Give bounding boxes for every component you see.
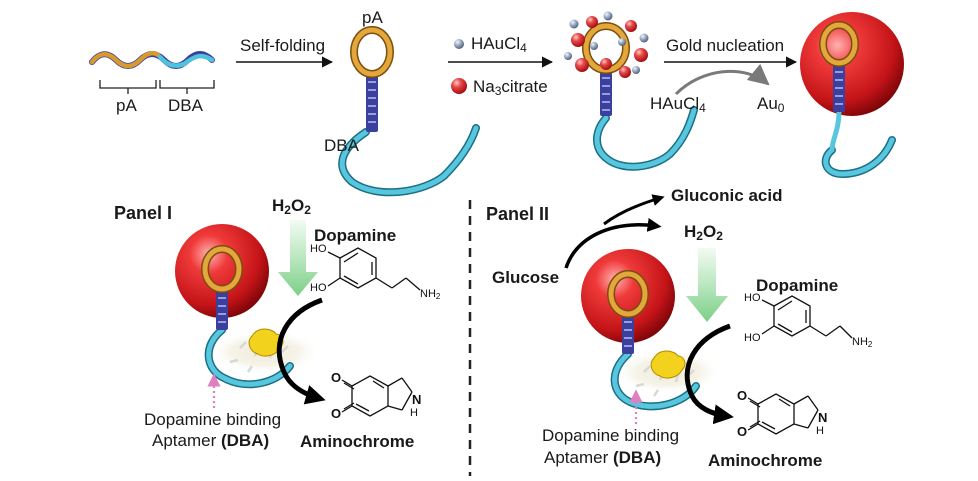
label-gold-nucleation: Gold nucleation xyxy=(666,36,785,55)
label-na3citrate: Na3citrate xyxy=(473,77,548,98)
panel1-green-arrow xyxy=(278,220,318,296)
label-pa-linear: pA xyxy=(116,96,137,115)
strand-brackets xyxy=(99,80,215,94)
label-haucl4: HAuCl4 xyxy=(471,34,527,55)
panel1-o-1: O xyxy=(331,370,342,385)
label-dba-linear: DBA xyxy=(168,96,203,115)
panel1-ho-2: HO xyxy=(310,282,327,294)
panel2-h2o2: H2O2 xyxy=(684,222,723,243)
panel1-aptamer-line2: Aptamer (DBA) xyxy=(152,431,270,450)
panel2-o-2: O xyxy=(737,424,748,439)
panel1-aminochrome-structure xyxy=(341,375,413,417)
linear-dna-strand xyxy=(89,50,215,69)
panel2-dopamine-structure xyxy=(761,295,853,339)
panel2-nh2: NH2 xyxy=(852,336,873,349)
panel2-green-arrow xyxy=(686,248,728,322)
panel2-n: N xyxy=(818,410,828,425)
hairpin-with-ions xyxy=(564,11,698,171)
panel1-aptamer-line1: Dopamine binding xyxy=(144,410,282,429)
label-haucl4-reduction: HAuCl4 xyxy=(650,94,706,115)
label-pa-hairpin: pA xyxy=(362,8,383,27)
reduction-curved-arrow xyxy=(674,63,770,96)
label-self-folding: Self-folding xyxy=(240,36,326,55)
panel1-o-2: O xyxy=(331,406,342,421)
panel2-ho-1: HO xyxy=(744,292,761,304)
panel2-glucose: Glucose xyxy=(492,268,560,287)
panel1-conversion-arrow xyxy=(276,297,326,405)
panel1-nh2: NH2 xyxy=(420,288,441,301)
panel2-glucose-arrow xyxy=(564,217,662,269)
panel1-h: H xyxy=(410,407,418,419)
panel2-o-1: O xyxy=(737,388,748,403)
panel2-conversion-arrow xyxy=(684,323,734,425)
panel2-h: H xyxy=(816,425,824,437)
panel2-aptamer-line2: Aptamer (DBA) xyxy=(544,448,662,467)
panel2-aptamer-line1: Dopamine binding xyxy=(542,426,680,445)
panel1-h2o2: H2O2 xyxy=(272,196,311,217)
panel1-ho-1: HO xyxy=(310,243,327,255)
label-au0: Au0 xyxy=(757,94,785,115)
panel2-aminochrome-label: Aminochrome xyxy=(708,451,823,470)
gold-nanoparticle-top xyxy=(800,12,904,179)
panel2-dopamine-ligand xyxy=(650,350,686,379)
panel2-gluconic-acid: Gluconic acid xyxy=(671,186,783,205)
panel2-gluconic-arrow xyxy=(603,194,665,226)
panel2-dopamine-label: Dopamine xyxy=(756,276,839,295)
label-dba-hairpin: DBA xyxy=(324,136,359,155)
panel2-ho-2: HO xyxy=(744,332,761,344)
panel1-n: N xyxy=(412,392,422,407)
panel1-dopamine-label: Dopamine xyxy=(314,226,397,245)
panel1-aminochrome-label: Aminochrome xyxy=(300,432,415,451)
folded-hairpin xyxy=(338,26,480,197)
panel2-aminochrome-structure xyxy=(747,393,819,435)
panel2-title: Panel II xyxy=(486,204,550,224)
au-ion-sphere xyxy=(454,39,464,49)
panel1-dopamine-structure xyxy=(327,247,421,291)
panel1-title: Panel I xyxy=(114,203,173,223)
citrate-sphere xyxy=(451,78,467,94)
